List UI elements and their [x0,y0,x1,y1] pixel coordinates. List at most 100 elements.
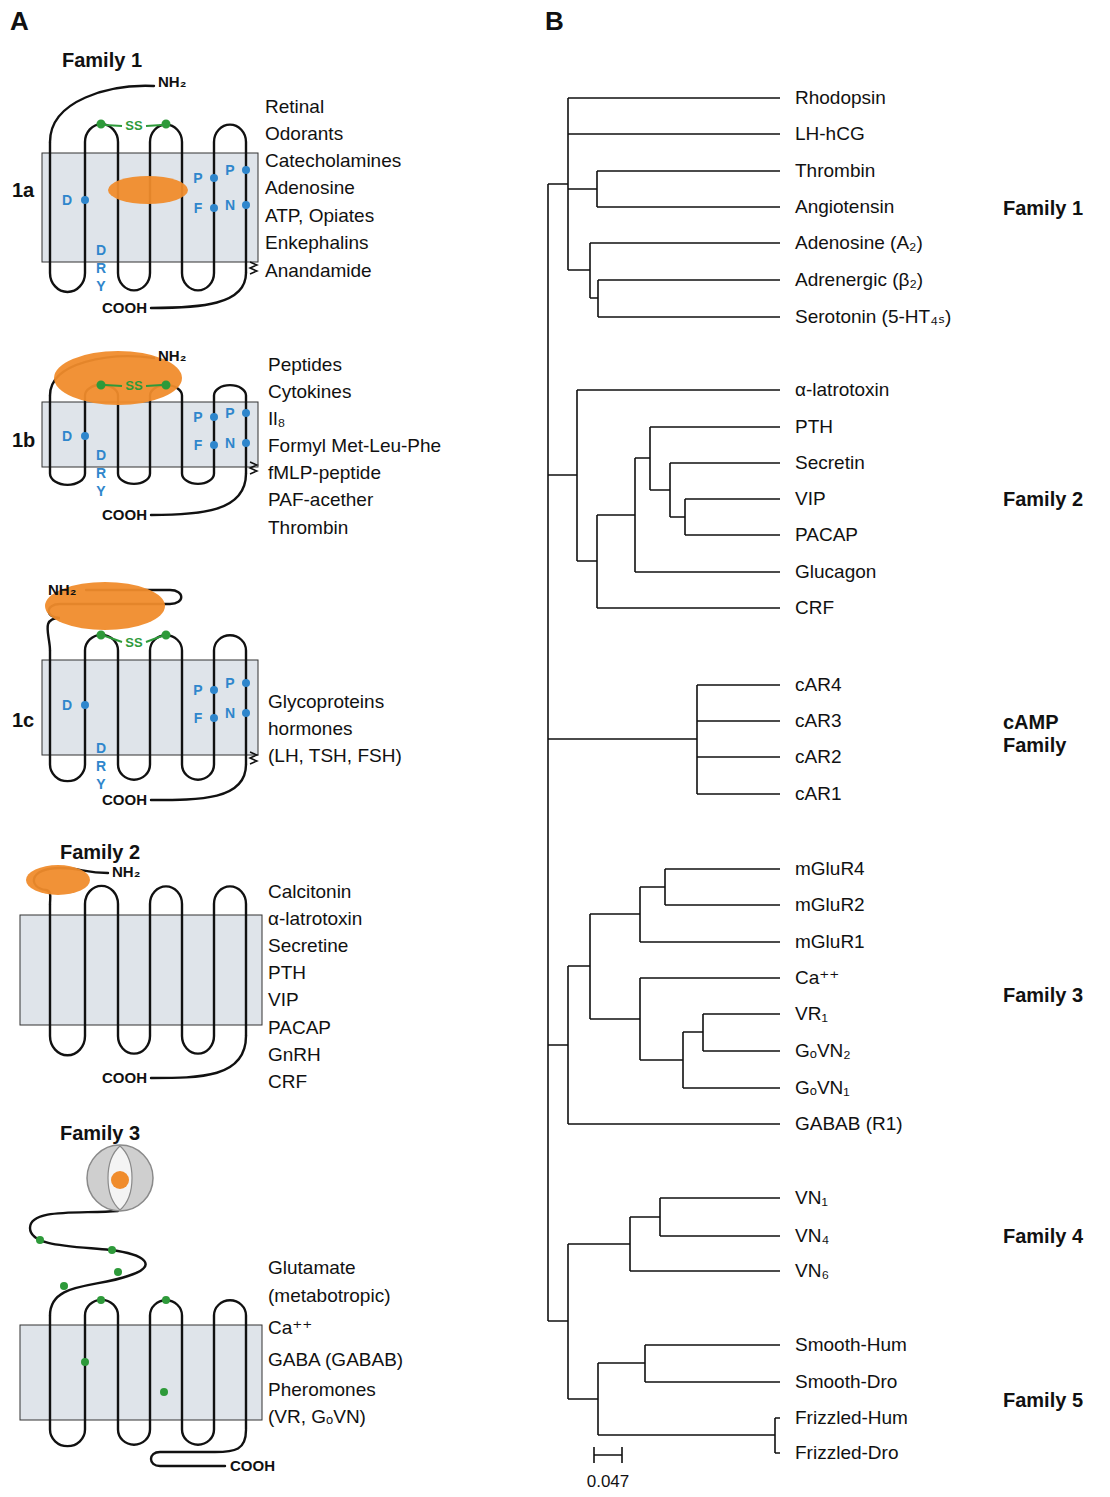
venus-flytrap-domain [108,1146,132,1210]
residue-letter: F [194,200,203,216]
receptor-terminus [151,765,246,801]
cysteine-dot [162,1296,170,1304]
family-heading: Family 2 [1003,488,1083,511]
receptor-leaf: CRF [795,597,834,619]
phylogenetic-tree [548,869,780,1124]
ligand-name: Glycoproteins [268,691,384,713]
ligand-name: VIP [268,989,299,1011]
ligand-name: α-latrotoxin [268,908,362,930]
ligand-name: Enkephalins [265,232,369,254]
residue-letter: D [96,447,106,463]
terminus-label: COOH [102,299,147,316]
panel-letter: A [10,7,29,37]
cysteine-dot [97,1296,105,1304]
ligand-name: Ca⁺⁺ [268,1317,312,1339]
ligand-name: Thrombin [268,517,348,539]
ligand-name: PAF-acether [268,489,373,511]
conserved-residue-dot [242,709,250,717]
disulfide-bridge [105,125,122,126]
residue-letter: D [96,242,106,258]
receptor-leaf: cAR2 [795,746,841,768]
ligand-name: (metabotropic) [268,1285,391,1307]
residue-letter: P [225,405,234,421]
terminus-label: COOH [230,1457,275,1474]
cysteine-dot [108,1246,116,1254]
receptor-leaf: LH-hCG [795,123,865,145]
palmitoyl-anchor [250,462,257,474]
phylogenetic-tree [548,1198,780,1453]
residue-letter: R [96,758,106,774]
venus-flytrap-domain [111,1171,129,1189]
receptor-leaf: mGluR1 [795,931,865,953]
terminus-label: COOH [102,791,147,808]
receptor-leaf: Thrombin [795,160,875,182]
ligand-name: Glutamate [268,1257,356,1279]
residue-letter: P [225,675,234,691]
residue-letter: P [193,409,202,425]
receptor-terminus [151,1036,246,1078]
receptor-leaf: Glucagon [795,561,876,583]
ligand-name: PTH [268,962,306,984]
residue-letter: Y [96,776,105,792]
receptor-leaf: VN₁ [795,1187,828,1209]
receptor-leaf: VR₁ [795,1003,828,1025]
ligand-name: Cytokines [268,381,351,403]
receptor-leaf: Frizzled-Dro [795,1442,898,1464]
ligand-name: Adenosine [265,177,355,199]
terminus-label: NH₂ [158,347,186,364]
cysteine-dot [36,1236,44,1244]
ligand-name: Peptides [268,354,342,376]
conserved-residue-dot [210,413,218,421]
receptor-leaf: Smooth-Dro [795,1371,897,1393]
disulfide-bridge [146,125,162,126]
phylogenetic-tree [548,98,780,317]
receptor-leaf: cAR3 [795,710,841,732]
residue-letter: R [96,465,106,481]
receptor-leaf: Angiotensin [795,196,894,218]
conserved-residue-dot [81,196,89,204]
conserved-residue-dot [242,439,250,447]
residue-letter: N [225,435,235,451]
ligand-name: Odorants [265,123,343,145]
receptor-leaf: Adrenergic (β₂) [795,269,923,291]
membrane-band [20,915,262,1025]
residue-letter: D [62,428,72,444]
cysteine-dot [81,1358,89,1366]
conserved-residue-dot [210,714,218,722]
palmitoyl-anchor [250,262,257,274]
disulfide-bridge [146,385,162,386]
ligand-name: ATP, Opiates [265,205,374,227]
membrane-band [20,153,262,1420]
conserved-residue-dot [242,409,250,417]
receptor-leaf: cAR1 [795,783,841,805]
disulfide-bridge [98,632,105,639]
ligand-name: fMLP-peptide [268,462,381,484]
receptor-leaf: PACAP [795,524,858,546]
family-heading: 1a [12,179,34,202]
conserved-residue-dot [242,166,250,174]
disulfide-bridge [146,636,162,642]
receptor-terminus [151,474,246,516]
terminus-label: COOH [102,506,147,523]
phylogenetic-tree [547,184,549,1321]
receptor-leaf: mGluR4 [795,858,865,880]
receptor-leaf: mGluR2 [795,894,865,916]
receptor-terminus [30,86,246,1466]
terminus-label: NH₂ [112,863,140,880]
residue-letter: Y [96,483,105,499]
receptor-leaf: Secretin [795,452,865,474]
family-heading: Family 5 [1003,1389,1083,1412]
receptor-leaf: α-latrotoxin [795,379,889,401]
ligand-site [108,176,188,204]
disulfide-label: SS [125,119,142,134]
ligand-name: Il₈ [268,408,285,430]
ligand-name: GABA (GABAB) [268,1349,403,1371]
ligand-name: (LH, TSH, FSH) [268,745,402,767]
family-heading: 1c [12,709,34,732]
residue-letter: F [194,710,203,726]
disulfide-bridge [98,121,170,643]
receptor-terminus [151,273,246,308]
disulfide-bridge [105,385,122,386]
